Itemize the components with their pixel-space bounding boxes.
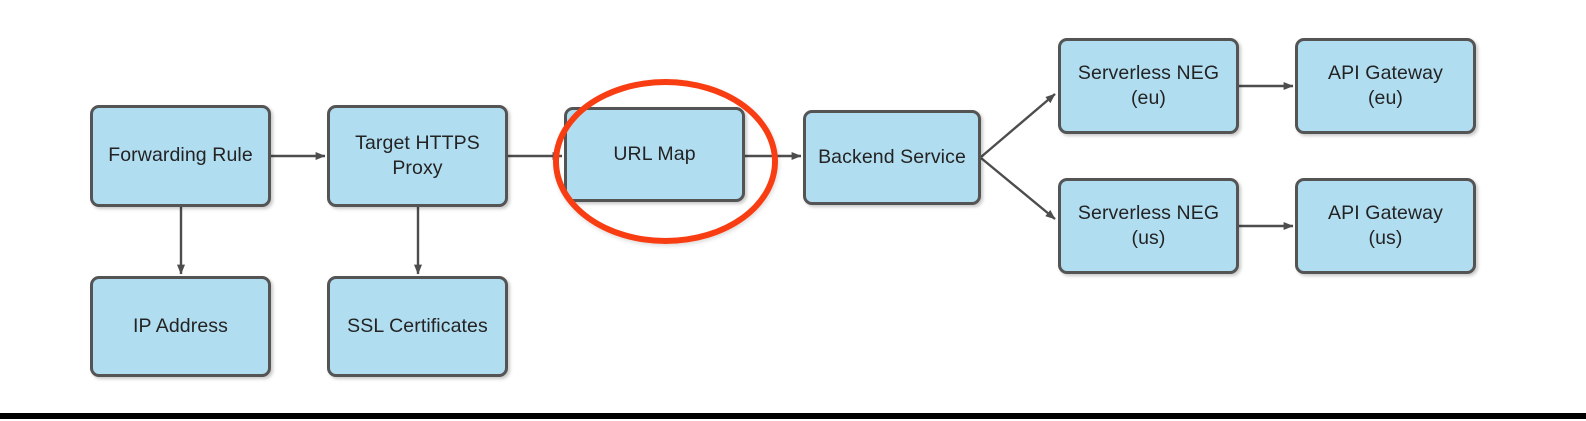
node-ssl-certificates[interactable]: SSL Certificates (327, 276, 508, 377)
node-serverless-neg-eu[interactable]: Serverless NEG (eu) (1058, 38, 1239, 134)
node-backend-service[interactable]: Backend Service (803, 110, 981, 205)
url-map-highlight-ellipse (553, 79, 778, 244)
bottom-bar (0, 413, 1586, 419)
edge-backend-to-neg-us (980, 157, 1056, 220)
node-backend-service-label: Backend Service (818, 145, 966, 168)
node-forwarding-rule[interactable]: Forwarding Rule (90, 105, 271, 207)
node-api-gateway-eu[interactable]: API Gateway (eu) (1295, 38, 1476, 134)
node-api-gateway-eu-label: API Gateway (eu) (1328, 61, 1443, 109)
node-target-https-proxy[interactable]: Target HTTPS Proxy (327, 105, 508, 207)
node-forwarding-rule-label: Forwarding Rule (108, 144, 253, 167)
node-target-https-proxy-label: Target HTTPS Proxy (355, 131, 480, 179)
edge-backend-to-neg-eu (980, 93, 1056, 158)
node-serverless-neg-eu-label: Serverless NEG (eu) (1077, 61, 1220, 109)
node-api-gateway-us-label: API Gateway (us) (1328, 201, 1443, 249)
node-serverless-neg-us[interactable]: Serverless NEG (us) (1058, 178, 1239, 274)
node-ip-address[interactable]: IP Address (90, 276, 271, 377)
node-api-gateway-us[interactable]: API Gateway (us) (1295, 178, 1476, 274)
node-ssl-certificates-label: SSL Certificates (347, 314, 488, 337)
node-serverless-neg-us-label: Serverless NEG (us) (1077, 201, 1220, 249)
node-ip-address-label: IP Address (133, 314, 228, 337)
